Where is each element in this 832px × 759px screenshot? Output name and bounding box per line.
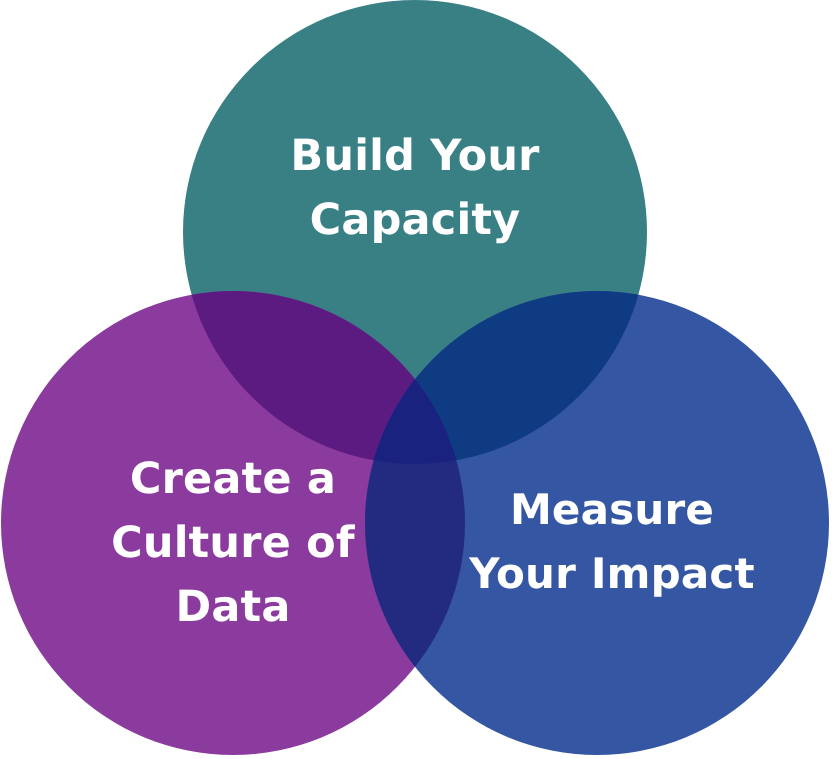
overlap-group-teal-blue [365, 291, 647, 464]
overlap-teal-purple [183, 291, 465, 464]
overlap-group-teal-purple [183, 291, 465, 464]
overlap-teal-blue [365, 291, 647, 464]
